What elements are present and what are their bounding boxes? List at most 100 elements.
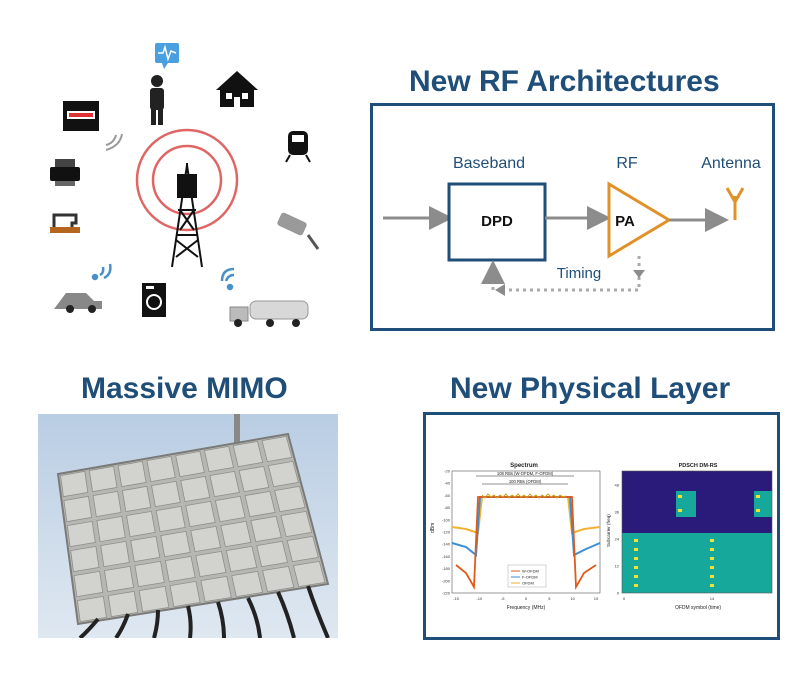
antenna-tile <box>134 560 165 588</box>
dmrs-pilot <box>678 509 682 512</box>
cell-tower-icon <box>171 163 203 268</box>
sewing-machine-icon <box>50 213 80 233</box>
antenna-tile <box>100 540 130 568</box>
dmrs-title: PDSCH DM-RS <box>679 463 718 469</box>
wifi-icon <box>220 267 235 291</box>
rf-label: RF <box>616 155 638 172</box>
washing-machine-icon <box>142 283 166 317</box>
dmrs-pilot <box>710 548 714 551</box>
dmrs-xtick: 14 <box>710 596 715 601</box>
antenna-tile <box>238 465 270 493</box>
antenna-tile <box>261 435 293 463</box>
baseband-label: Baseband <box>453 155 525 172</box>
speech-bubble-icon <box>155 43 179 69</box>
antenna-tile <box>155 505 186 533</box>
cctv-camera-icon <box>277 212 320 250</box>
spectrum-ytick: -40 <box>444 481 451 486</box>
antenna-tile <box>185 500 216 528</box>
pa-amplifier <box>607 181 672 259</box>
dmrs-pilot <box>634 548 638 551</box>
antenna-tile <box>256 540 289 568</box>
person-icon <box>150 75 164 125</box>
antenna-tile <box>96 515 126 543</box>
house-icon <box>216 71 258 107</box>
antenna-tile <box>146 455 176 483</box>
dmrs-pilot <box>634 539 638 542</box>
dmrs-ytick: 48 <box>615 483 620 488</box>
phy-plots: Spectrum dBm Frequency (MHz) -20-40-60-8… <box>430 463 773 611</box>
legend-ofdm: OFDM <box>522 581 534 586</box>
antenna-tile <box>63 495 93 523</box>
antenna-tile <box>262 565 295 593</box>
antenna-tile <box>130 535 161 563</box>
antenna-tile <box>60 470 89 498</box>
antenna-tile <box>232 440 264 468</box>
dmrs-pilot <box>710 539 714 542</box>
antenna-tile <box>292 560 326 588</box>
legend-f-ofdm: F-OFDM <box>522 575 538 580</box>
antenna-tile <box>250 515 282 543</box>
spectrum-xtick: -15 <box>453 596 460 601</box>
truck-icon <box>229 300 309 327</box>
antenna-tile <box>138 585 170 613</box>
antenna-tile <box>267 460 299 488</box>
dmrs-pilot <box>634 575 638 578</box>
signal-ring-outer <box>135 128 239 232</box>
meter-icon <box>63 101 99 131</box>
antenna-tile <box>209 470 240 498</box>
phy-heading: New Physical Layer <box>450 372 731 405</box>
iot-cluster <box>50 43 320 327</box>
massive-mimo-photo <box>38 414 338 638</box>
spectrum-ytick: -60 <box>444 493 451 498</box>
antenna-tile <box>73 570 104 598</box>
antenna-tile <box>160 530 191 558</box>
dmrs-ylabel: Subcarrier (freq) <box>606 514 611 547</box>
spectrum-xtick: -10 <box>476 596 483 601</box>
spectrum-ylabel: dBm <box>430 523 436 533</box>
dmrs-pilot <box>634 584 638 587</box>
dmrs-plot: PDSCH DM-RS Subcarrier (freq) OFDM symbo… <box>606 463 773 611</box>
spectrum-ytick: -200 <box>442 578 451 583</box>
dmrs-pilot <box>756 509 760 512</box>
antenna-tile <box>220 520 252 548</box>
dmrs-pilot <box>710 575 714 578</box>
antenna-icon <box>725 187 745 220</box>
trace-w-ofdm <box>455 496 597 591</box>
antenna-tile <box>107 590 139 618</box>
dpd-label: DPD <box>481 213 513 230</box>
spectrum-ytick: -80 <box>444 505 451 510</box>
dmrs-ytick: 36 <box>615 510 620 515</box>
antenna-tile <box>244 490 276 518</box>
antenna-tile <box>76 595 107 623</box>
wifi-icon <box>105 133 123 151</box>
spectrum-xtick: 15 <box>594 596 599 601</box>
spectrum-ytick: -160 <box>442 554 451 559</box>
antenna-tile <box>274 485 306 513</box>
spectrum-xtick: 10 <box>570 596 575 601</box>
antenna-tile <box>286 535 319 563</box>
antenna-tile <box>204 445 235 473</box>
antenna-tile <box>214 495 246 523</box>
printer-icon <box>50 159 80 186</box>
antenna-tile <box>117 460 147 488</box>
spectrum-title: Spectrum <box>510 463 538 469</box>
spectrum-xtick: -5 <box>501 596 505 601</box>
feedback-arrow-left <box>495 284 505 296</box>
antenna-tile <box>225 545 258 573</box>
signal-ring-inner <box>151 144 223 216</box>
antenna-tile <box>169 580 201 608</box>
antenna-tile <box>164 555 196 583</box>
rf-heading: New RF Architectures <box>409 65 720 98</box>
spectrum-ytick: -180 <box>442 566 451 571</box>
dpd-block <box>447 182 547 262</box>
antenna-tile <box>104 565 134 593</box>
antenna-tile <box>180 475 211 503</box>
antenna-tile <box>280 510 313 538</box>
spectrum-xtick: 5 <box>548 596 551 601</box>
spectrum-ytick: -100 <box>442 517 451 522</box>
dmrs-pilot <box>678 495 682 498</box>
car-icon <box>54 293 102 313</box>
phy-frame: Spectrum dBm Frequency (MHz) -20-40-60-8… <box>423 412 780 640</box>
dmrs-ytick: 12 <box>615 564 620 569</box>
antenna-tile <box>92 490 122 518</box>
